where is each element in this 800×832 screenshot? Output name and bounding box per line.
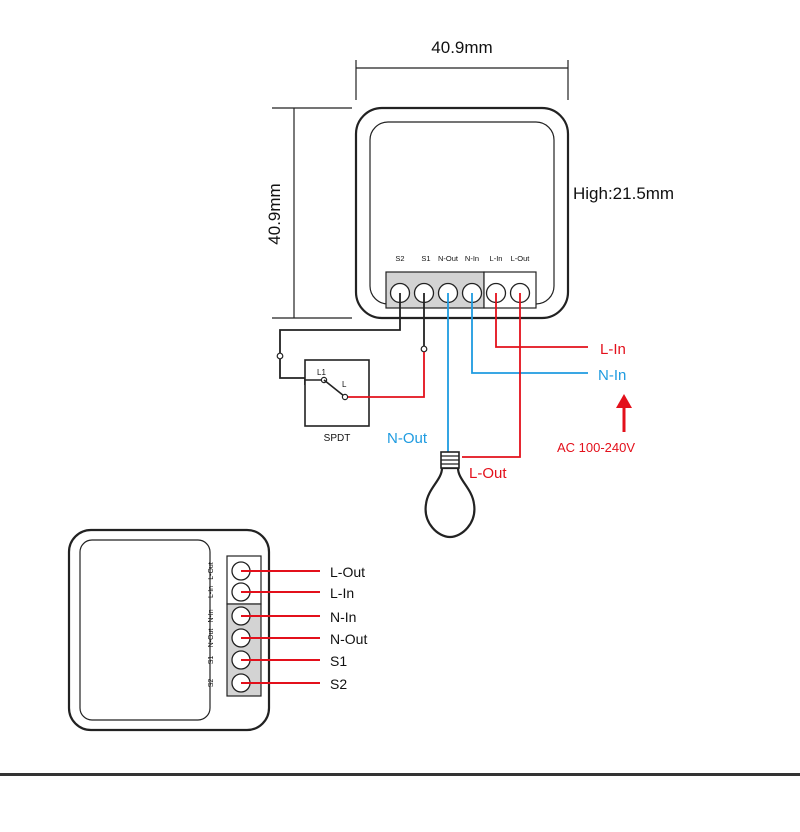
terminal-block-side xyxy=(226,555,262,697)
terminal-label: N-Out xyxy=(438,254,459,263)
side-lead-label: S1 xyxy=(330,653,347,669)
width-label: 40.9mm xyxy=(431,38,492,57)
terminal-label: N-In xyxy=(208,609,215,622)
l-out-label: L-Out xyxy=(469,465,507,482)
side-lead-label: N-Out xyxy=(330,631,367,647)
module-body-side xyxy=(67,528,271,732)
s2-wire-joint xyxy=(276,352,284,360)
l-in-wire xyxy=(495,293,588,348)
terminal-label: L-Out xyxy=(511,254,531,263)
switch-pin-l1-label: L1 xyxy=(317,368,326,377)
terminal-labels-top: S2 S1 N-Out N-In L-In L-Out xyxy=(395,254,530,263)
terminal-label: N-Out xyxy=(208,629,215,648)
height-label: 40.9mm xyxy=(265,183,284,244)
l-in-label: L-In xyxy=(600,341,626,358)
l-out-wire xyxy=(462,293,521,458)
height-dimension xyxy=(272,107,352,319)
side-lead-label: S2 xyxy=(330,676,347,692)
terminal-label: S1 xyxy=(421,254,430,263)
switch-pin-l-label: L xyxy=(342,380,347,389)
side-leads xyxy=(241,570,320,684)
supply-arrow-icon xyxy=(616,394,632,432)
width-dimension xyxy=(355,60,569,100)
module-face-side xyxy=(79,539,211,721)
side-lead-label: L-In xyxy=(330,585,354,601)
terminal-label: S2 xyxy=(208,679,215,688)
terminal-label: L-In xyxy=(208,586,215,598)
s1-wire-end xyxy=(420,345,428,353)
terminal-label: L-In xyxy=(490,254,503,263)
spdt-switch-box xyxy=(304,359,370,427)
switch-live-wire xyxy=(348,352,425,398)
terminal-label: S2 xyxy=(395,254,404,263)
side-lead-labels: L-Out L-In N-In N-Out S1 S2 xyxy=(330,564,367,692)
supply-label: AC 100-240V xyxy=(557,440,635,455)
side-lead-label: L-Out xyxy=(330,564,365,580)
bottom-divider xyxy=(0,773,800,776)
n-in-label: N-In xyxy=(598,367,626,384)
depth-label: High:21.5mm xyxy=(573,184,674,203)
terminal-label: L-Out xyxy=(208,562,215,580)
module-body-top xyxy=(354,106,570,320)
switch-label: SPDT xyxy=(324,433,351,444)
side-lead-label: N-In xyxy=(330,609,356,625)
terminal-label: S1 xyxy=(208,656,215,665)
n-in-wire xyxy=(471,293,588,374)
terminal-label: N-In xyxy=(465,254,479,263)
switch-contact xyxy=(341,393,349,401)
terminal-block-top xyxy=(385,271,537,309)
n-out-label: N-Out xyxy=(387,430,428,447)
terminal-labels-side: L-Out L-In N-In N-Out S1 S2 xyxy=(208,562,215,687)
light-bulb-icon xyxy=(424,451,476,539)
switch-lever xyxy=(323,379,345,397)
